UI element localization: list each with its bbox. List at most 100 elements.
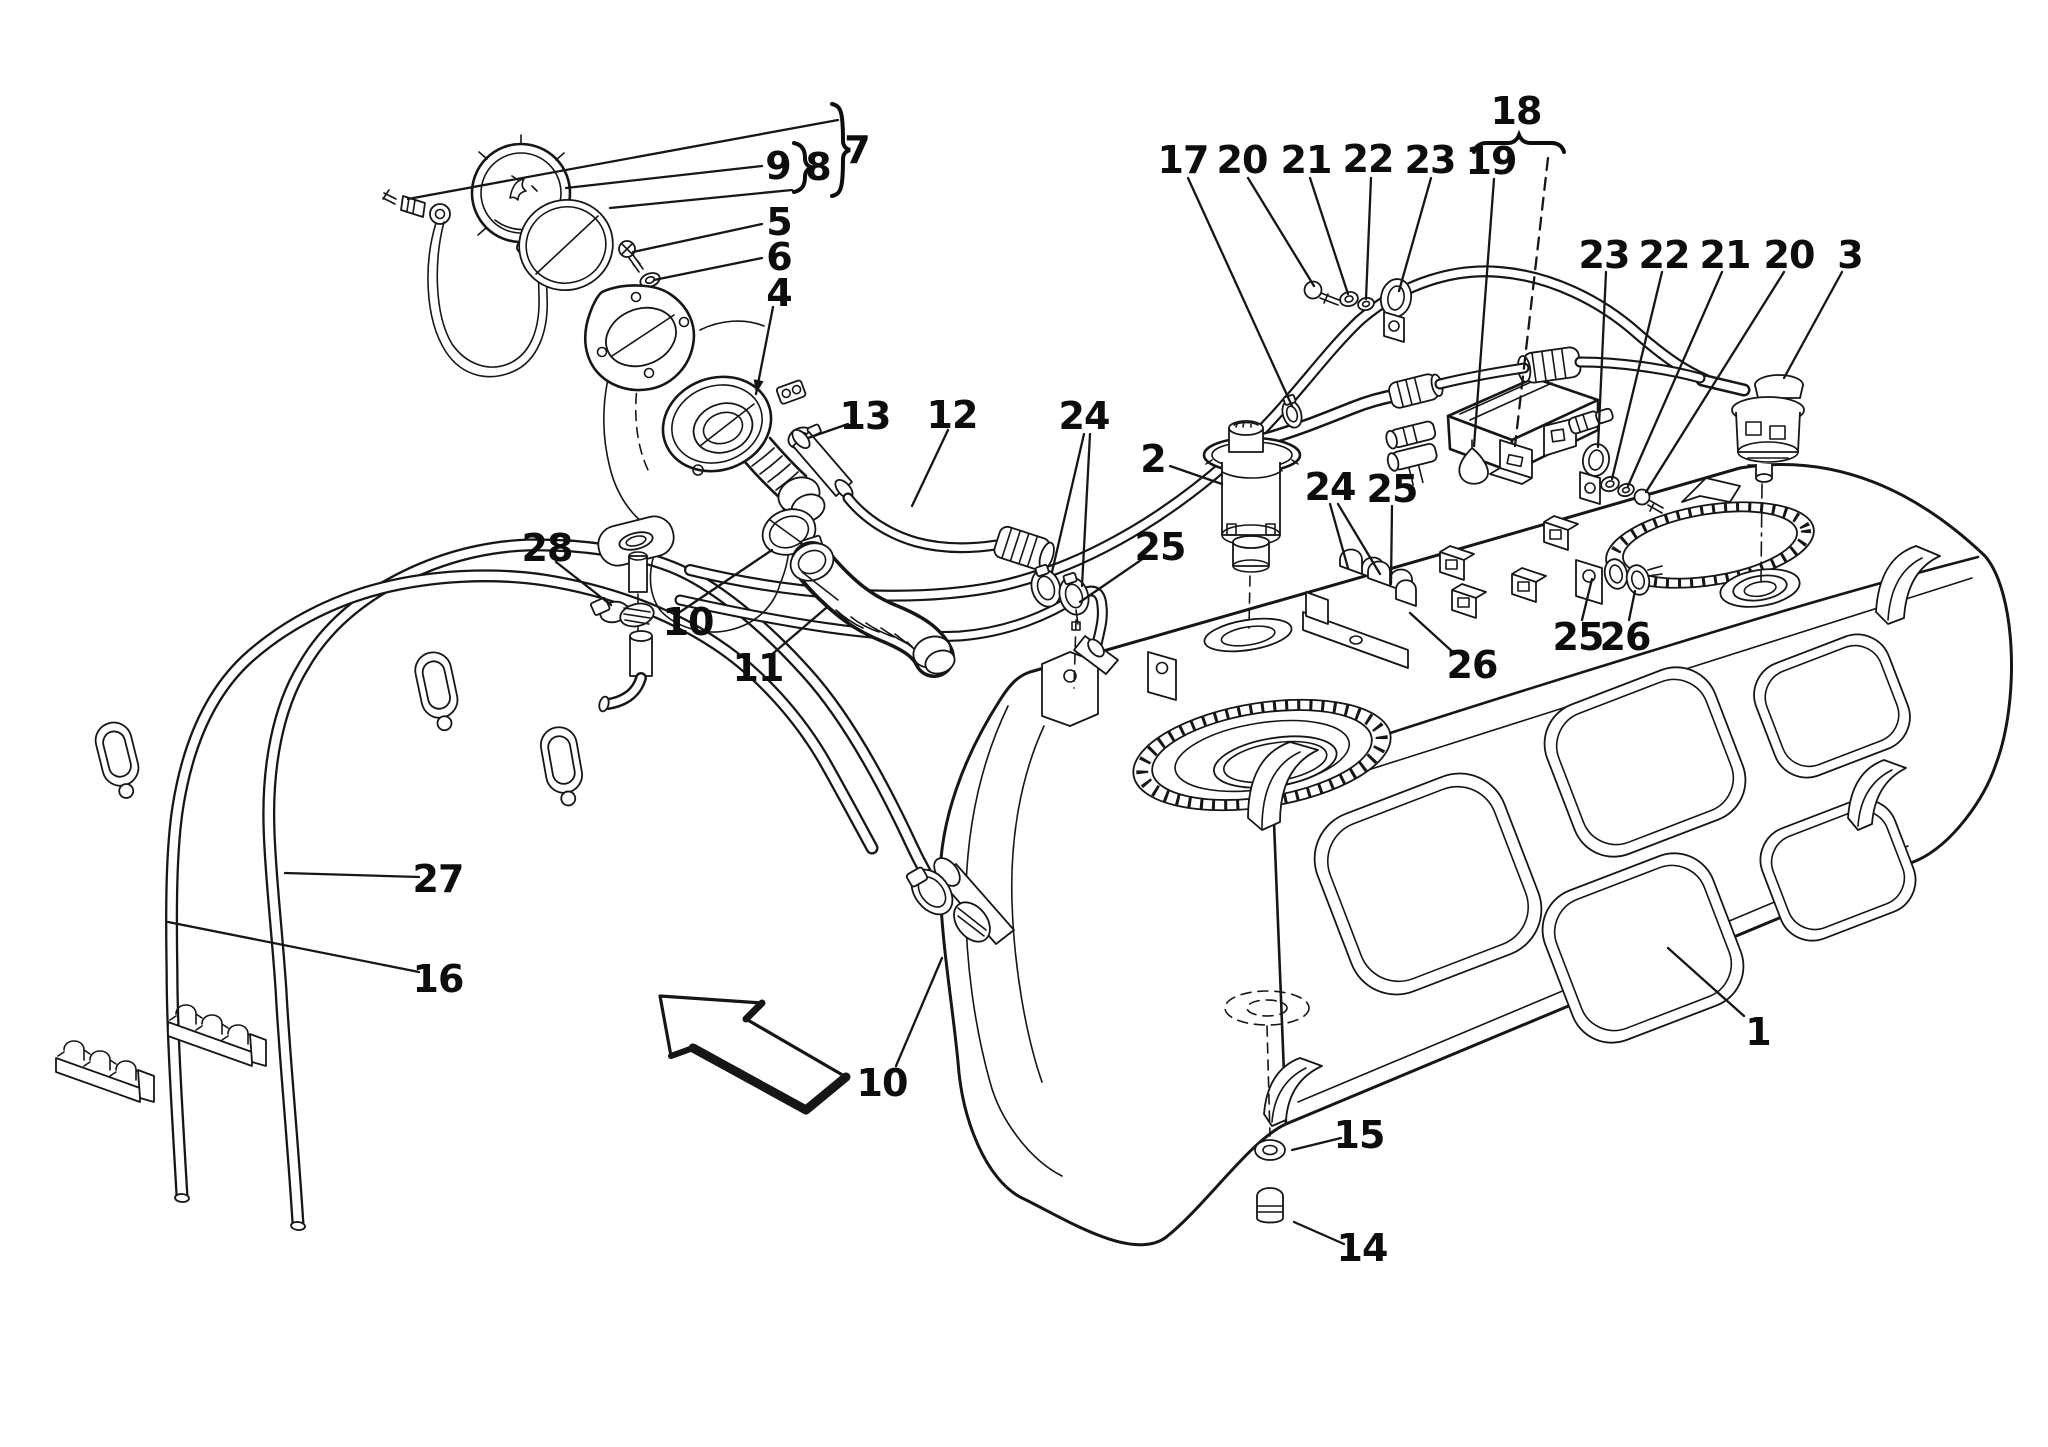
callout-label: 14 [1337,1226,1388,1270]
callout-label: 25 [1553,615,1604,659]
callout-label: 21 [1700,233,1751,277]
fuel-vapour-hoses [674,265,1712,656]
callout-leader-line [1050,432,1086,574]
top-bracket [1147,651,1177,701]
callout-18: 18 [1472,89,1566,448]
clip-rail-cluster [1302,548,1417,669]
callout-13: 13 [806,394,891,440]
callout-leader-line [1308,176,1350,296]
callout-label: 26 [1600,615,1651,659]
callout-leader-line [1644,270,1786,494]
pipe-clip-rail [167,1004,267,1067]
callout-label: 6 [766,235,791,279]
callout-3: 3 [1782,233,1864,380]
callout-leader-line [1397,176,1433,293]
fastener-row-top [1303,278,1413,343]
callout-25: 25 [1553,577,1604,659]
callout-leader-line [608,188,794,210]
callout-label: 18 [1491,89,1542,133]
callout-leader-line [768,606,828,658]
filler-neck-assembly [382,134,1055,713]
callout-leader-line [564,164,764,190]
callout-leader-line [1328,502,1350,570]
callout-leader-line [1186,176,1294,408]
hanger-grommet [94,721,140,799]
callout-label: 24 [1305,465,1356,509]
callout-leader-line [554,560,613,607]
callout-label: 22 [1343,137,1394,181]
callout-28: 28 [522,526,613,607]
callout-arrowhead [753,379,764,394]
block-clip [1451,583,1487,619]
callout-leader-line [1389,504,1394,586]
fuel-pump-assembly [1202,356,1706,629]
callout-label: 15 [1334,1113,1385,1157]
filler-flange-plate [583,284,696,392]
callout-leader-line [754,305,775,396]
callout-1: 1 [1666,946,1772,1054]
callout-label: 12 [927,393,978,437]
boss-clamp-assembly [905,857,1015,945]
vent-hose-12 [791,428,1055,571]
callout-label: 11 [733,646,784,690]
callout-label: 20 [1217,138,1268,182]
callout-19: 19 [1466,139,1517,448]
block-clip [1543,515,1579,551]
pipe-clamps-left [1030,563,1090,631]
callout-label: 10 [857,1061,908,1105]
tank-panel [1313,772,1543,996]
hose-clamp-10-lower [905,866,991,943]
hanger-grommet [539,726,583,807]
tank-panel [1759,798,1917,942]
callout-leader-line [910,428,950,508]
callout-brace [792,141,813,194]
callout-leader-line [1168,464,1224,486]
callout-6: 6 [652,235,793,282]
callout-20: 20 [1217,138,1316,288]
tank-strap [1263,1057,1323,1127]
wedge-bracket [1681,477,1741,503]
callout-5: 5 [631,200,793,254]
callout-26: 26 [1408,611,1498,687]
callout-brace [1472,129,1566,154]
block-clip [1511,567,1547,603]
tank-panel [1543,666,1747,858]
callout-leader-line [166,920,421,974]
callout-23: 23 [1579,233,1630,449]
callout-25: 25 [1367,467,1418,586]
tank-strap [1847,759,1907,831]
callout-leader-line [1513,156,1550,448]
callout-label: 26 [1447,643,1498,687]
callout-12: 12 [910,393,978,508]
tank-left-filler-ring [1132,698,1392,812]
corner-bracket-union [1041,619,1119,727]
callout-label: 9 [765,144,790,188]
evap-control-box [1385,376,1614,486]
callout-leader-line [1626,270,1724,488]
callout-label: 21 [1281,138,1332,182]
callout-leader-line [806,422,850,440]
evap-valve-3 [1695,373,1805,583]
callout-leader-line [1408,611,1457,656]
callout-leader-line [1080,432,1092,588]
direction-arrow [658,994,851,1115]
drain-plug-assembly [1224,990,1310,1224]
callout-leader-line [1596,270,1608,449]
callout-label: 23 [1579,233,1630,277]
callout-17: 17 [1158,138,1294,408]
cap-tether [382,189,548,378]
fuel-tank [938,463,2013,1247]
callout-leader-line [1078,556,1146,604]
tank-top-components [1030,278,1805,727]
callout-leader-line [1666,946,1746,1018]
callout-leader-line [652,256,764,282]
vent-pipes-assembly [55,538,983,1231]
callout-leader-line [631,222,764,254]
callout-brace [830,102,851,198]
hanger-grommet [414,651,459,732]
callout-leader-line [678,548,774,614]
callout-label: 1 [1745,1010,1770,1054]
